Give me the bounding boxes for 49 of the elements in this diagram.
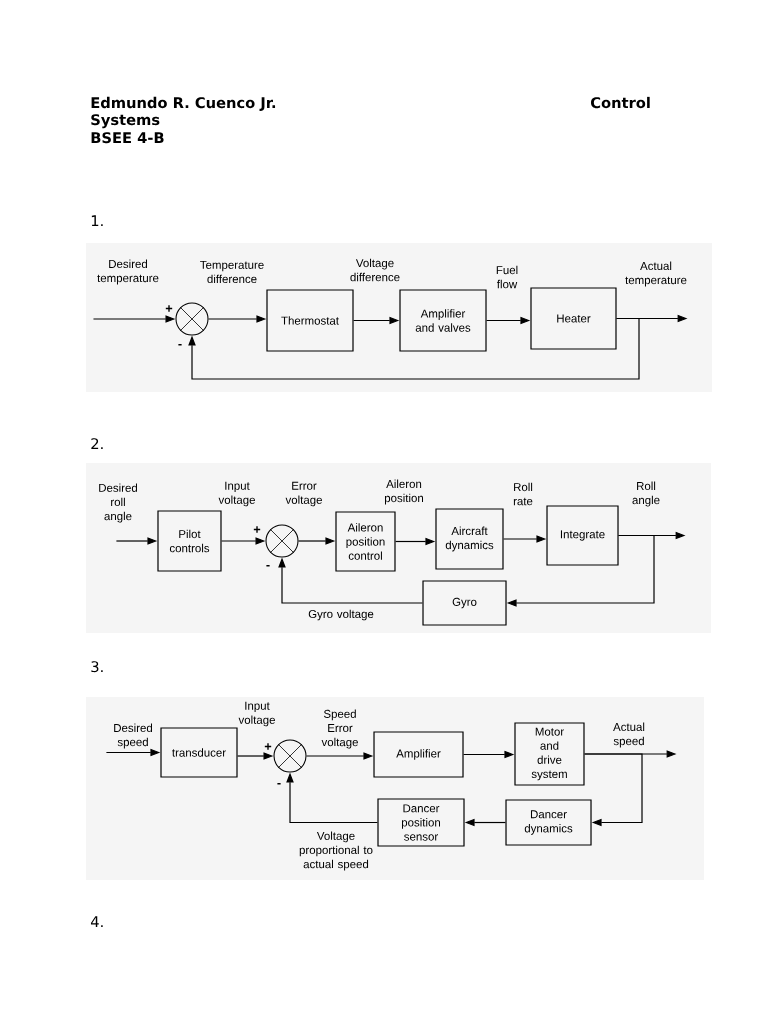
edge-label: Aileron position — [384, 479, 423, 505]
question-number: 1. — [91, 215, 103, 226]
question-number: 4. — [91, 916, 103, 927]
process-box: Motor and drive system — [514, 722, 585, 786]
edge-label: Desired temperature — [97, 259, 159, 285]
edge-label: Roll rate — [513, 482, 533, 506]
process-box: Thermostat — [266, 289, 354, 352]
edge-label: Desired speed — [114, 723, 152, 749]
sign-label: - — [266, 565, 270, 567]
process-box: Integrate — [546, 505, 619, 566]
sign-label: - — [277, 783, 281, 785]
author-name: Edmundo R. Cuenco Jr. — [91, 96, 276, 111]
sign-label: + — [264, 743, 272, 750]
edge-label: Voltage difference — [350, 258, 400, 282]
process-box: Pilot controls — [157, 510, 222, 572]
summing-junction — [175, 302, 209, 336]
section-code: BSEE 4-B — [91, 132, 164, 144]
process-box: Aircraft dynamics — [435, 508, 504, 570]
question-number: 3. — [91, 661, 103, 673]
edge-label: Temperature difference — [200, 260, 264, 284]
sign-label: + — [253, 526, 261, 533]
process-box: Aileron position control — [335, 511, 396, 572]
edge-label: Desired roll angle — [99, 483, 137, 523]
process-box: Amplifier and valves — [399, 289, 487, 352]
process-box: Gyro — [422, 580, 507, 626]
process-box: transducer — [160, 727, 238, 778]
process-box: Dancer dynamics — [505, 799, 592, 846]
course-title: Systems — [91, 114, 160, 129]
edge-label: Fuel flow — [496, 265, 518, 289]
process-box: Dancer position sensor — [377, 798, 465, 847]
edge-label: Input voltage — [218, 481, 255, 507]
summing-junction — [265, 524, 299, 558]
edge-label: Speed Error voltage — [321, 709, 358, 749]
process-box: Heater — [530, 287, 617, 350]
edge-label: Actual speed — [613, 722, 645, 748]
edge-label: Roll angle — [632, 481, 660, 507]
question-number: 2. — [91, 438, 103, 449]
arrow — [584, 753, 643, 827]
edge-label: Actual temperature — [625, 261, 687, 287]
edge-label: Voltage proportional to actual speed — [299, 831, 373, 871]
edge-label: Error voltage — [285, 481, 322, 507]
process-box: Amplifier — [373, 731, 464, 778]
sign-label: - — [178, 344, 182, 346]
summing-junction — [273, 739, 307, 773]
course-title: Control — [591, 96, 650, 109]
sign-label: + — [165, 305, 173, 312]
edge-label: Gyro voltage — [308, 609, 374, 621]
edge-label: Input voltage — [238, 701, 275, 727]
arrow — [188, 317, 640, 380]
